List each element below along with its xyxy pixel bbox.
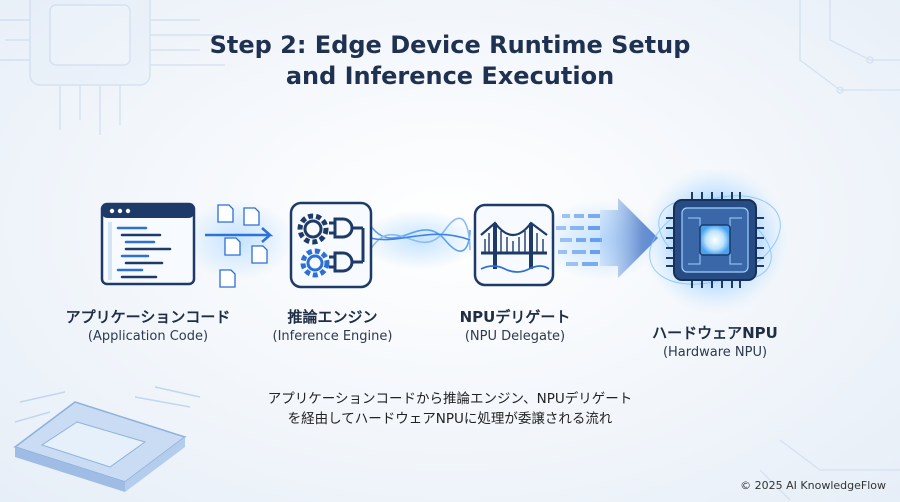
node-label-delegate: NPUデリゲート (NPU Delegate)	[440, 306, 590, 344]
node-label-engine-en: (Inference Engine)	[272, 329, 393, 344]
page-title: Step 2: Edge Device Runtime Setup and In…	[0, 30, 900, 92]
caption-line-1: アプリケーションコードから推論エンジン、NPUデリゲート	[267, 391, 633, 407]
node-label-delegate-en: (NPU Delegate)	[464, 329, 566, 344]
node-label-npu-jp: ハードウェアNPU	[652, 324, 778, 342]
node-label-npu: ハードウェアNPU (Hardware NPU)	[640, 322, 790, 360]
title-line-2: and Inference Execution	[285, 62, 615, 90]
node-label-delegate-jp: NPUデリゲート	[459, 308, 571, 326]
node-label-app: アプリケーションコード (Application Code)	[58, 306, 238, 344]
node-label-engine-jp: 推論エンジン	[287, 308, 378, 326]
wave-connection-icon	[360, 210, 480, 270]
title-line-1: Step 2: Edge Device Runtime Setup	[209, 31, 691, 59]
copyright-text: © 2025 AI KnowledgeFlow	[740, 479, 886, 492]
bridge-icon	[473, 203, 555, 287]
node-label-app-jp: アプリケーションコード	[65, 308, 231, 326]
node-label-npu-en: (Hardware NPU)	[662, 345, 768, 360]
document-flow-icon	[205, 204, 274, 288]
code-window-icon	[100, 202, 196, 286]
chip-icon	[641, 170, 789, 314]
node-label-engine: 推論エンジン (Inference Engine)	[255, 306, 410, 344]
diagram-caption: アプリケーションコードから推論エンジン、NPUデリゲート を経由してハードウェア…	[0, 389, 900, 429]
node-label-app-en: (Application Code)	[87, 329, 209, 344]
caption-line-2: を経由してハードウェアNPUに処理が委譲される流れ	[287, 411, 613, 427]
gears-logic-gates-icon	[289, 201, 373, 289]
